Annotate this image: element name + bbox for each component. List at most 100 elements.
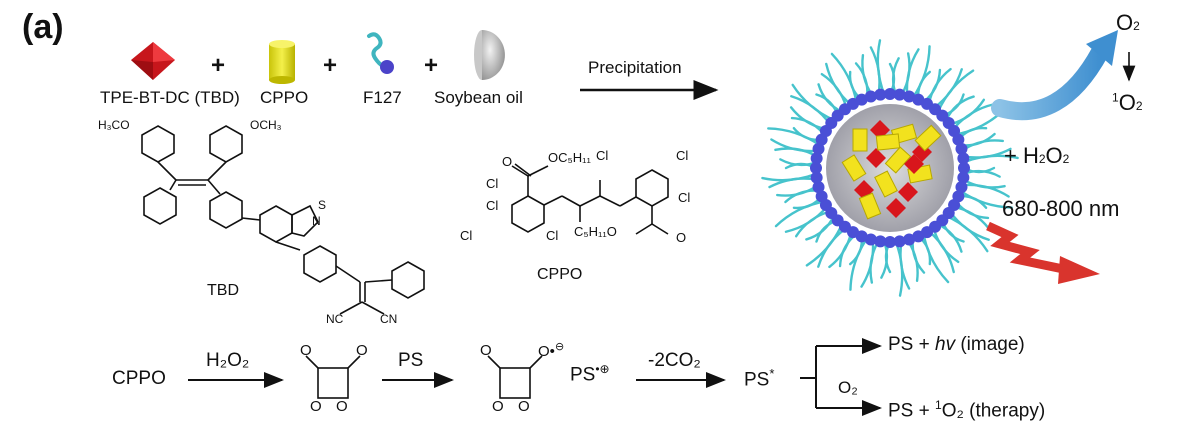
- cppo-structure: [511, 163, 669, 235]
- singlet-oxygen-label: 1O2: [1112, 90, 1143, 115]
- branch-image-label: PS + hv (image): [888, 334, 1025, 355]
- mech-start-cppo: CPPO: [112, 368, 166, 389]
- polymer-chain: [849, 237, 869, 291]
- blue-arrowhead: [1086, 30, 1118, 66]
- mech-reagent-h2o2: H₂O₂: [206, 350, 250, 371]
- component-label-f127: F127: [363, 88, 402, 107]
- cppo-cl: Cl: [678, 190, 691, 205]
- shell-bead: [958, 162, 970, 174]
- yellow-cylinder-icon: [269, 40, 295, 84]
- cppo-carbonyl-o: O: [676, 230, 687, 245]
- polymer-chain: [767, 127, 821, 147]
- h2o2-label: + H2O2: [1004, 143, 1070, 168]
- ring-o: O: [492, 398, 504, 415]
- cppo-cargo: [841, 154, 867, 182]
- component-label-tbd: TPE-BT-DC (TBD): [100, 88, 240, 107]
- mech-reagent-co2: -2CO₂: [648, 350, 701, 371]
- cppo-ester-top: OC₅H₁₁: [548, 150, 591, 165]
- tbd-thiadiazole-n: N: [312, 214, 321, 228]
- excited-ps: PS*: [744, 366, 775, 391]
- tbd-cargo: [886, 198, 906, 218]
- polymer-chain: [774, 200, 826, 228]
- cppo-cargo: [914, 124, 942, 152]
- cppo-cl: Cl: [676, 148, 689, 163]
- polymer-chain: [948, 210, 990, 241]
- shell-bead: [874, 88, 887, 101]
- shell-bead: [884, 236, 896, 248]
- red-octahedron-icon: [131, 42, 175, 80]
- component-label-soybean-oil: Soybean oil: [434, 88, 523, 107]
- ring-o: O: [336, 398, 348, 415]
- cppo-cl: Cl: [596, 148, 609, 163]
- plus-sign: +: [424, 52, 439, 79]
- shell-bead: [810, 162, 822, 174]
- polymer-chain: [880, 240, 889, 279]
- ring-o: O: [518, 398, 530, 415]
- shell-bead: [812, 142, 825, 155]
- ring-o: O: [356, 342, 368, 359]
- polymer-chain: [817, 226, 848, 268]
- cppo-ester-bottom: C₅H₁₁O: [574, 224, 617, 239]
- radical-anion-o: O•⊖: [538, 341, 565, 360]
- polymer-chain: [922, 232, 950, 284]
- cppo-cl: Cl: [486, 198, 499, 213]
- shell-bead: [810, 171, 823, 184]
- tbd-cargo: [866, 148, 886, 168]
- polymer-chain: [959, 189, 1013, 209]
- polymer-chain: [927, 229, 955, 274]
- cppo-carbonyl-o: O: [502, 154, 513, 169]
- tbd-label: TBD: [207, 282, 239, 299]
- precipitation-label: Precipitation: [588, 58, 682, 77]
- shell-bead: [864, 90, 877, 103]
- shell-bead: [912, 230, 925, 243]
- polymer-chain: [951, 103, 996, 131]
- o2-label: O2: [1116, 10, 1140, 35]
- shell-bead: [957, 152, 970, 165]
- plus-sign: +: [211, 52, 226, 79]
- polymer-chain: [830, 52, 858, 104]
- cppo-cargo: [884, 146, 912, 174]
- ring-o: O: [300, 342, 312, 359]
- polymer-chain: [932, 226, 960, 264]
- shell-bead: [884, 88, 896, 100]
- tbd-structure: [141, 125, 425, 315]
- polymer-chain: [911, 45, 931, 99]
- shell-bead: [812, 181, 825, 194]
- plus-sign: +: [323, 52, 338, 79]
- cppo-cargo: [874, 170, 898, 198]
- ring-o: O: [480, 342, 492, 359]
- branch-arrows: [800, 338, 882, 416]
- red-emission-arrow: [986, 221, 1100, 284]
- polymer-chain: [794, 210, 832, 238]
- polymer-chain: [779, 158, 818, 167]
- shell-bead: [864, 233, 877, 246]
- shell-bead: [874, 235, 887, 248]
- polymer-chain: [825, 62, 853, 107]
- shell-bead: [955, 142, 968, 155]
- cppo-cl: Cl: [486, 176, 499, 191]
- mech-reagent-ps: PS: [398, 350, 424, 371]
- curved-blue-arrow: [991, 43, 1109, 121]
- dioxetanedione-radical-ring: [487, 355, 543, 399]
- polymer-chain: [948, 98, 986, 126]
- branch-o2-reagent: O₂: [838, 378, 858, 397]
- polymer-chain-icon: [367, 32, 394, 74]
- shell-bead: [810, 152, 823, 165]
- polymer-chain: [891, 57, 900, 96]
- shell-bead: [952, 133, 965, 146]
- shell-bead: [893, 235, 906, 248]
- nanoparticle-icon: [761, 39, 1019, 297]
- tbd-methoxy-right: OCH₃: [250, 118, 282, 132]
- polymer-chain: [784, 205, 829, 233]
- component-label-cppo: CPPO: [260, 88, 309, 107]
- cppo-cl: Cl: [546, 228, 559, 243]
- cppo-label: CPPO: [537, 266, 583, 283]
- tbd-methoxy-left: H₃CO: [98, 118, 130, 132]
- polymer-chain: [790, 95, 832, 126]
- tbd-cargo: [904, 154, 924, 174]
- emission-wavelength-label: 680-800 nm: [1002, 196, 1120, 221]
- cppo-cl: Cl: [460, 228, 473, 243]
- polymer-chain: [962, 169, 1001, 178]
- polymer-chain: [932, 68, 963, 110]
